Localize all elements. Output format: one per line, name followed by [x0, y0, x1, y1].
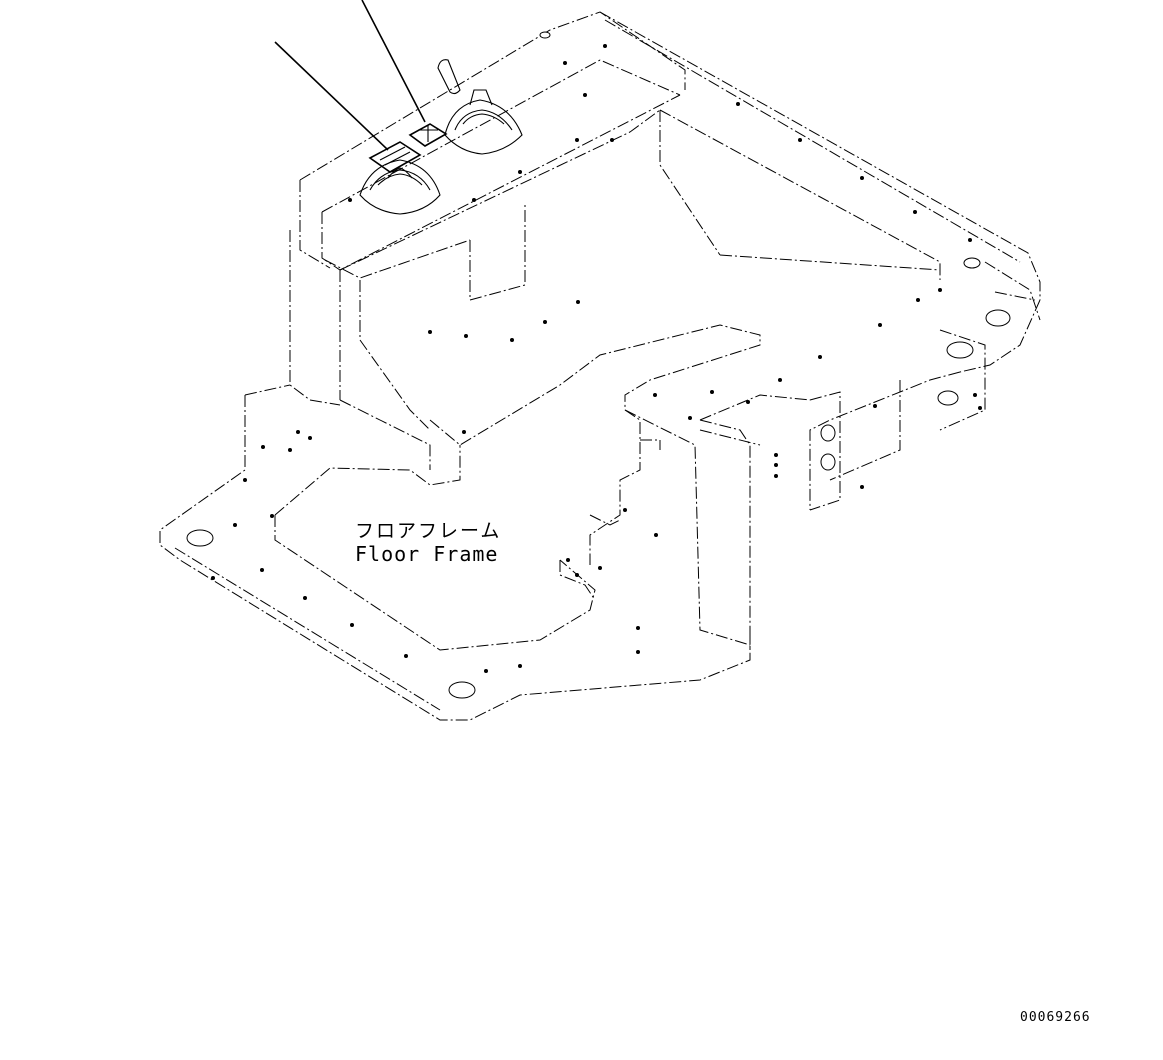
step-riser: [589, 394, 811, 650]
bolt-dots: [211, 44, 982, 673]
rear-upper-frame: [599, 11, 1041, 511]
leader-line-right: [361, 0, 426, 123]
leader-line-left: [274, 41, 389, 151]
floor-frame-label-japanese: フロアフレーム: [355, 520, 502, 542]
decal-left: [368, 141, 422, 173]
floor-frame-label-english: Floor Frame: [355, 542, 499, 566]
control-console: [289, 11, 686, 431]
mounting-holes: [186, 31, 1011, 699]
left-joystick: [359, 159, 441, 215]
right-joystick: [437, 59, 523, 155]
floor-plate: [159, 324, 761, 721]
decal-right: [408, 123, 448, 147]
drawing-number: 00069266: [1020, 1010, 1091, 1025]
